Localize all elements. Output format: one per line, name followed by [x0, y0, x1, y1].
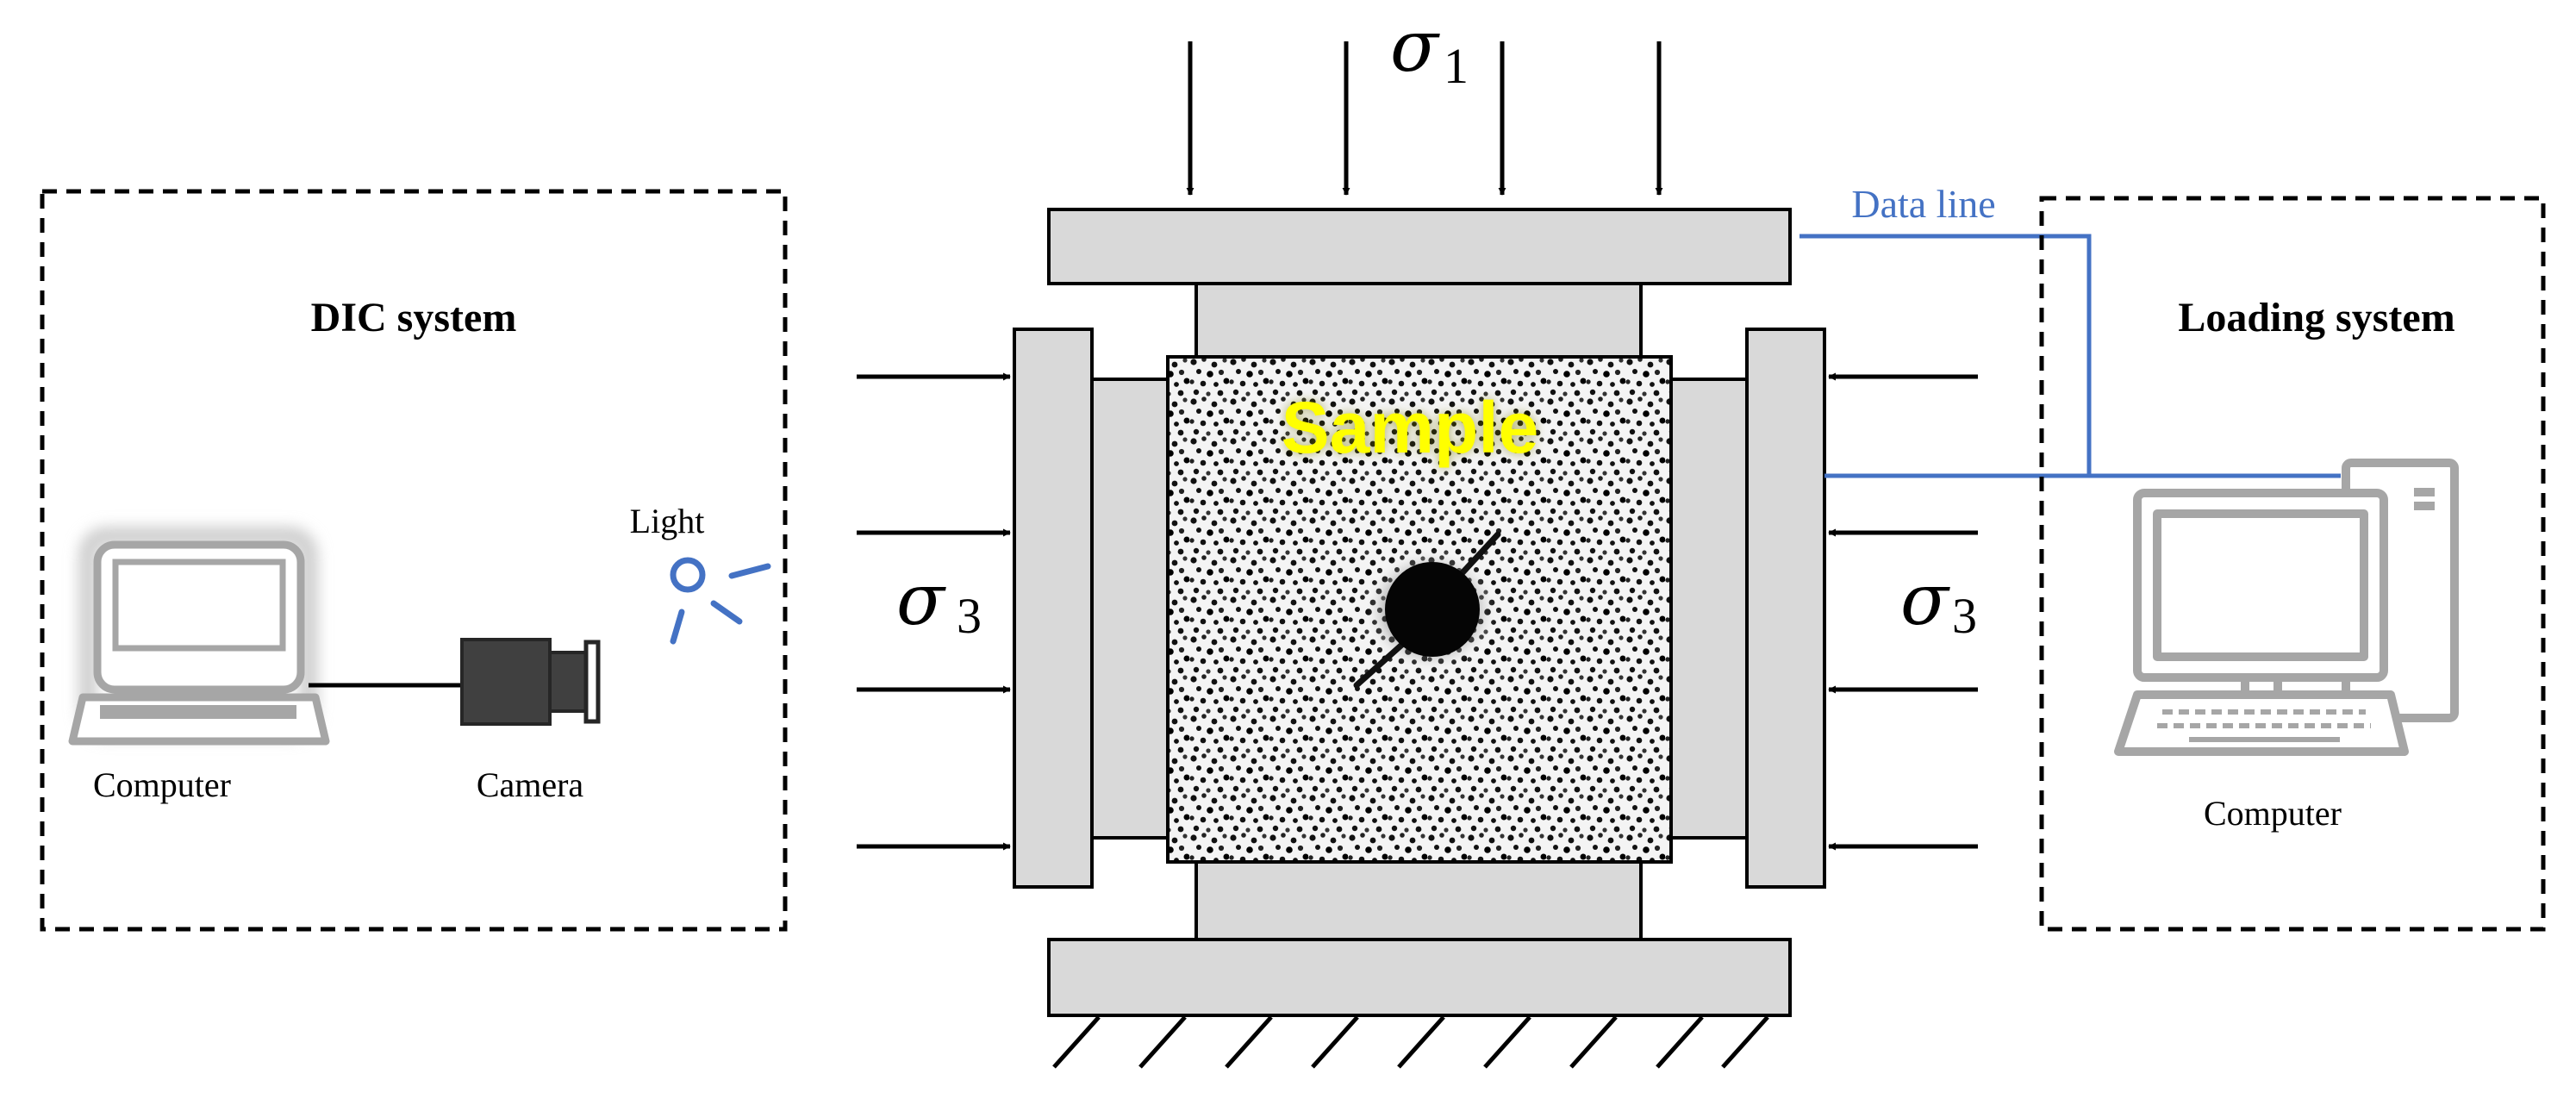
camera-icon: [460, 638, 601, 726]
crack-lower: [1353, 639, 1408, 689]
data-line-label: Data line: [1851, 182, 1995, 226]
left-spacer-block: [1090, 378, 1169, 840]
left-lateral-stress-arrows: [857, 372, 1011, 851]
top-spacer-block: [1194, 282, 1643, 359]
dic-system-frame: [40, 189, 788, 932]
dic-system-title: DIC system: [311, 295, 517, 340]
ground-hatch: [1052, 1015, 1769, 1069]
sample-hole: [1385, 562, 1480, 657]
loading-system-frame: [2039, 196, 2546, 932]
right-platen: [1745, 328, 1826, 889]
bottom-platen: [1047, 938, 1792, 1017]
sample: Sample Sample: [1166, 355, 1673, 864]
dic-light-label: Light: [630, 502, 705, 540]
axial-stress-arrows: [1186, 41, 1663, 196]
sigma-1-symbol: σ: [1390, 6, 1440, 88]
top-platen: [1047, 208, 1792, 285]
light-icon: [670, 557, 771, 645]
sigma-3-left-subscript: 3: [957, 588, 982, 644]
sigma-3-left-symbol: σ: [896, 559, 946, 641]
desktop-computer-icon: [2114, 459, 2459, 756]
sample-label-shadow: Sample: [1282, 387, 1539, 468]
dic-computer-label: Computer: [93, 765, 231, 804]
loading-system-title: Loading system: [2178, 295, 2454, 340]
dic-camera-label: Camera: [477, 765, 584, 804]
sigma-3-right-label: σ3: [1900, 559, 1977, 644]
sigma-1-subscript: 1: [1444, 38, 1469, 94]
right-lateral-stress-arrows: [1828, 372, 1978, 851]
sample-label: Sample: [1282, 387, 1539, 468]
sigma-3-right-subscript: 3: [1952, 588, 1977, 644]
dic-system: DIC system Computer Camera Light: [40, 189, 788, 932]
bottom-spacer-block: [1194, 860, 1643, 941]
loading-system: Loading system Computer: [2039, 196, 2546, 932]
laptop-icon: [68, 527, 330, 746]
right-spacer-block: [1669, 378, 1749, 840]
crack-upper: [1453, 531, 1501, 583]
data-line: [1799, 234, 2341, 478]
sigma-3-right-symbol: σ: [1900, 559, 1950, 641]
loading-computer-label: Computer: [2204, 794, 2342, 833]
left-platen: [1013, 328, 1094, 889]
